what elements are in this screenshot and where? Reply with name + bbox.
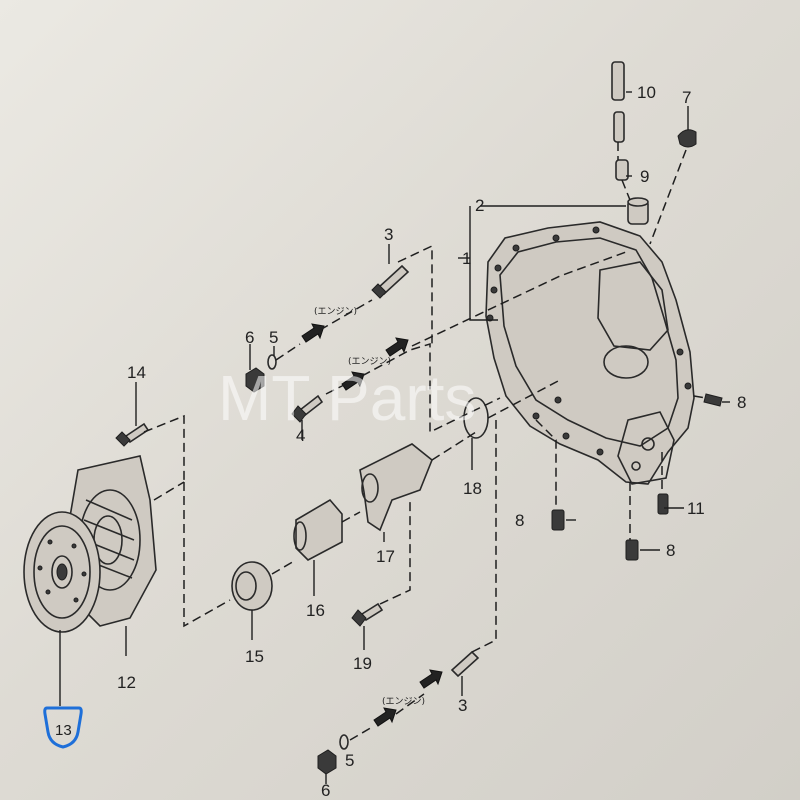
engine-arrow-5	[373, 707, 397, 727]
sleeve-part-16	[293, 498, 343, 561]
nut-part-6-upper	[245, 367, 265, 393]
callout-3-upper: 3	[384, 225, 393, 244]
callout-15: 15	[245, 647, 264, 666]
bushing-part-2	[627, 197, 649, 225]
highlight-marker-13[interactable]: 13	[43, 706, 83, 749]
pin-part-9	[615, 159, 629, 181]
callout-4: 4	[296, 426, 305, 445]
bolt-part-8-low	[625, 539, 639, 561]
washer-part-5-upper	[267, 354, 277, 370]
stud-part-3-upper	[371, 264, 410, 299]
callout-11: 11	[687, 499, 705, 518]
guide-part-17	[359, 443, 433, 532]
callout-9: 9	[640, 167, 649, 186]
callout-19: 19	[353, 654, 372, 673]
bolt-part-8-mid	[551, 509, 565, 531]
callout-5-upper: 5	[269, 328, 278, 347]
callout-18: 18	[463, 479, 482, 498]
washer-part-5-lower	[339, 734, 349, 750]
engine-arrow-2	[385, 337, 409, 357]
bolt-part-11	[657, 493, 669, 515]
callout-6-lower: 6	[321, 781, 330, 800]
pin-part-10	[611, 61, 625, 143]
bolt-part-8-right	[703, 393, 723, 407]
callout-7: 7	[682, 88, 691, 107]
leader-lines	[59, 91, 730, 784]
callout-17: 17	[376, 547, 395, 566]
clutch-disc-part-13	[23, 511, 101, 633]
callout-14: 14	[127, 363, 146, 382]
callout-5-lower: 5	[345, 751, 354, 770]
plug-part-7	[677, 129, 697, 148]
engine-arrow-3	[341, 371, 365, 391]
assembly-lines	[143, 142, 707, 741]
bolt-part-14	[115, 422, 150, 447]
callout-12: 12	[117, 673, 136, 692]
engine-label-2: (エンジン)	[348, 357, 391, 367]
engine-label-3: (エンジン)	[382, 697, 425, 707]
bolt-part-4	[291, 394, 324, 423]
bearing-part-15	[231, 561, 273, 611]
callout-13: 13	[55, 722, 72, 739]
bolt-part-19	[351, 602, 384, 627]
callout-10: 10	[637, 83, 656, 102]
engine-arrow-4	[419, 669, 443, 689]
engine-arrow-1	[301, 323, 325, 343]
watermark-text: MT Parts	[218, 362, 476, 434]
callout-8-low: 8	[666, 541, 675, 560]
nut-part-6-lower	[317, 749, 337, 775]
callout-2: 2	[475, 196, 484, 215]
engine-label-1: (エンジン)	[314, 307, 357, 317]
callout-16: 16	[306, 601, 325, 620]
callout-3-lower: 3	[458, 696, 467, 715]
callout-6-upper: 6	[245, 328, 254, 347]
callout-1: 1	[462, 249, 471, 268]
callout-8-mid: 8	[515, 511, 524, 530]
clutch-housing	[485, 221, 695, 485]
callout-8-right: 8	[737, 393, 746, 412]
stud-part-3-lower	[450, 650, 480, 678]
